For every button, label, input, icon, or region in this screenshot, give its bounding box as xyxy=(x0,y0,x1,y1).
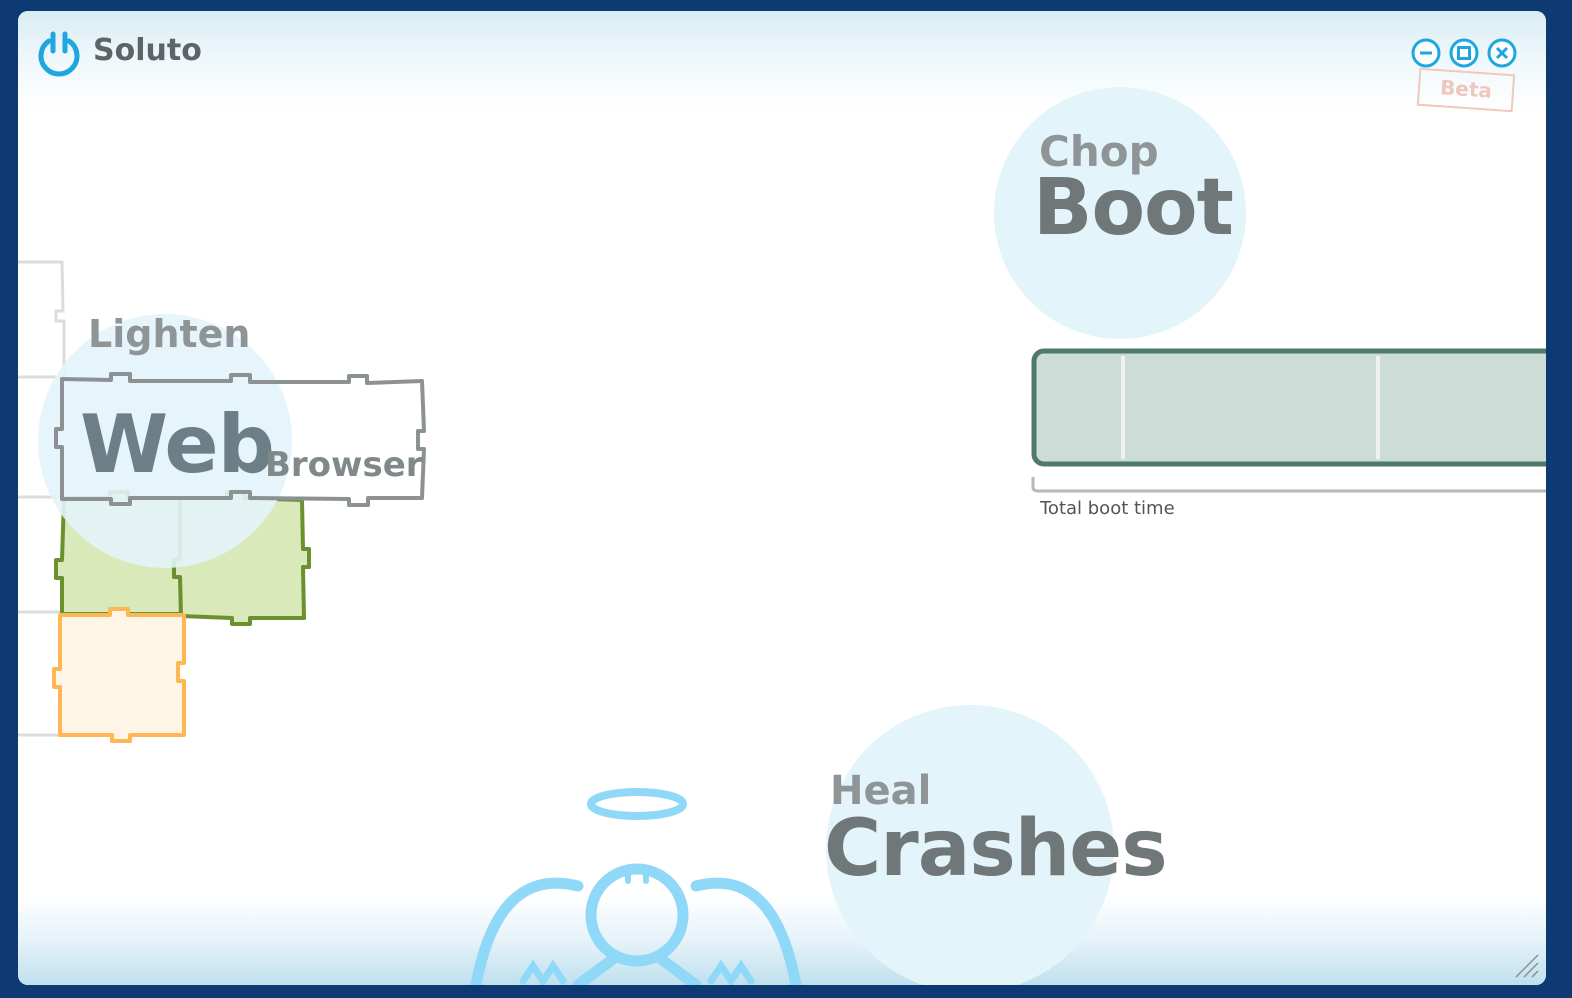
boot-label[interactable]: Boot xyxy=(1033,163,1234,253)
app-title: Soluto xyxy=(93,33,202,68)
browser-label[interactable]: Browser xyxy=(265,445,423,485)
boot-time-bar[interactable] xyxy=(1031,348,1546,467)
angel-icon[interactable] xyxy=(470,788,802,985)
puzzle-piece-web-browser[interactable] xyxy=(54,372,426,507)
header-gradient xyxy=(18,11,1546,111)
boot-time-caption: Total boot time xyxy=(1040,498,1175,519)
chop-boot-circle[interactable] xyxy=(994,87,1246,339)
lighten-circle[interactable] xyxy=(38,314,292,568)
resize-grip-icon[interactable] xyxy=(1514,953,1540,979)
chop-label[interactable]: Chop xyxy=(1039,127,1159,176)
heal-label[interactable]: Heal xyxy=(830,768,932,814)
boot-time-bracket xyxy=(1031,477,1546,493)
heal-crashes-circle[interactable] xyxy=(826,705,1114,985)
puzzle-overlay xyxy=(54,372,426,507)
soluto-power-logo xyxy=(38,31,80,77)
app-window: Soluto Beta Chop Boot xyxy=(18,11,1546,985)
minimize-icon[interactable] xyxy=(1410,37,1442,69)
close-icon[interactable] xyxy=(1486,37,1518,69)
maximize-icon[interactable] xyxy=(1448,37,1480,69)
web-label[interactable]: Web xyxy=(80,398,275,491)
lighten-label[interactable]: Lighten xyxy=(88,312,251,356)
puzzle-piece-orange xyxy=(52,607,186,743)
crashes-label[interactable]: Crashes xyxy=(824,804,1168,894)
